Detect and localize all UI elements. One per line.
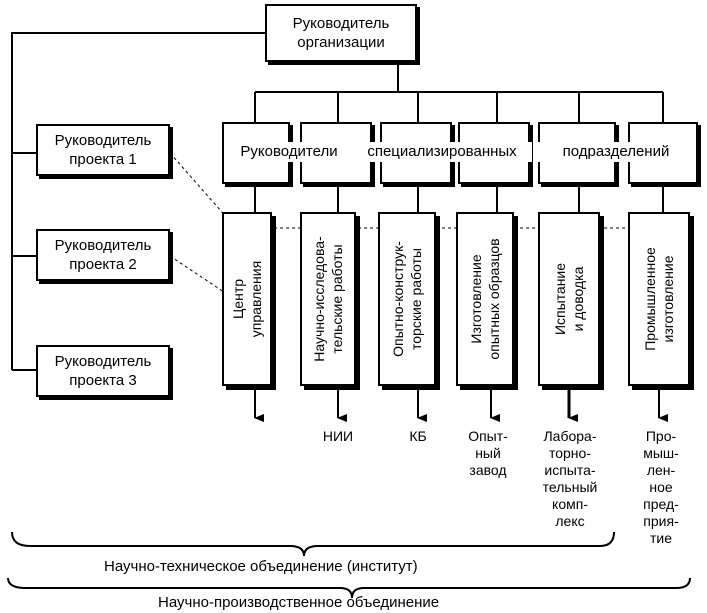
caption-inner-association: Научно-техническое объединение (институт… <box>104 558 418 575</box>
unit-research: Научно-исследова- тельские работы <box>300 212 356 386</box>
unit-control-center: Центр управления <box>222 212 272 386</box>
project-manager-3-box: Руководитель проекта 3 <box>36 345 170 397</box>
output-design-bureau: КБ <box>409 428 427 444</box>
output-test-lab-complex: Лабора- торно- испыта- тельный комп- лек… <box>542 428 598 529</box>
unit-research-label: Научно-исследова- тельские работы <box>311 236 345 362</box>
project-manager-3-line1: Руководитель <box>54 353 152 370</box>
output-research-institute: НИИ <box>322 428 354 444</box>
project-manager-3-line2: проекта 3 <box>69 372 137 389</box>
unit-design: Опытно-конструк- торские работы <box>378 212 436 386</box>
project-manager-2-box: Руководитель проекта 2 <box>36 229 170 281</box>
unit-prototype: Изготовление опытных образцов <box>456 212 514 386</box>
unit-production: Промышленное изготовление <box>628 212 690 386</box>
output-industrial-enterprise: Про- мыш- лен- ное пред- прия- тие <box>643 428 679 546</box>
project-manager-2-line2: проекта 2 <box>69 256 137 273</box>
unit-design-label: Опытно-конструк- торские работы <box>390 241 424 357</box>
unit-prototype-label: Изготовление опытных образцов <box>468 238 502 360</box>
project-manager-2-line1: Руководитель <box>54 237 152 254</box>
unit-testing-label: Испытание и доводка <box>552 262 586 336</box>
output-pilot-plant: Опыт- ный завод <box>468 428 508 478</box>
org-head-line2: организации <box>297 34 385 51</box>
org-head-box: Руководитель организации <box>265 4 417 62</box>
dept-heads-text-3: подразделений <box>536 142 696 162</box>
caption-outer-association: Научно-производственное объединение <box>158 594 440 611</box>
dept-heads-text-1: Руководители <box>230 142 348 162</box>
org-head-line1: Руководитель <box>292 15 390 32</box>
unit-testing: Испытание и доводка <box>538 212 600 386</box>
unit-control-center-label: Центр управления <box>230 260 264 338</box>
project-manager-1-line1: Руководитель <box>54 132 152 149</box>
dept-heads-text-2: специализированных <box>352 142 532 162</box>
unit-production-label: Промышленное изготовление <box>642 247 676 351</box>
project-manager-1-box: Руководитель проекта 1 <box>36 124 170 176</box>
project-manager-1-line2: проекта 1 <box>69 151 137 168</box>
